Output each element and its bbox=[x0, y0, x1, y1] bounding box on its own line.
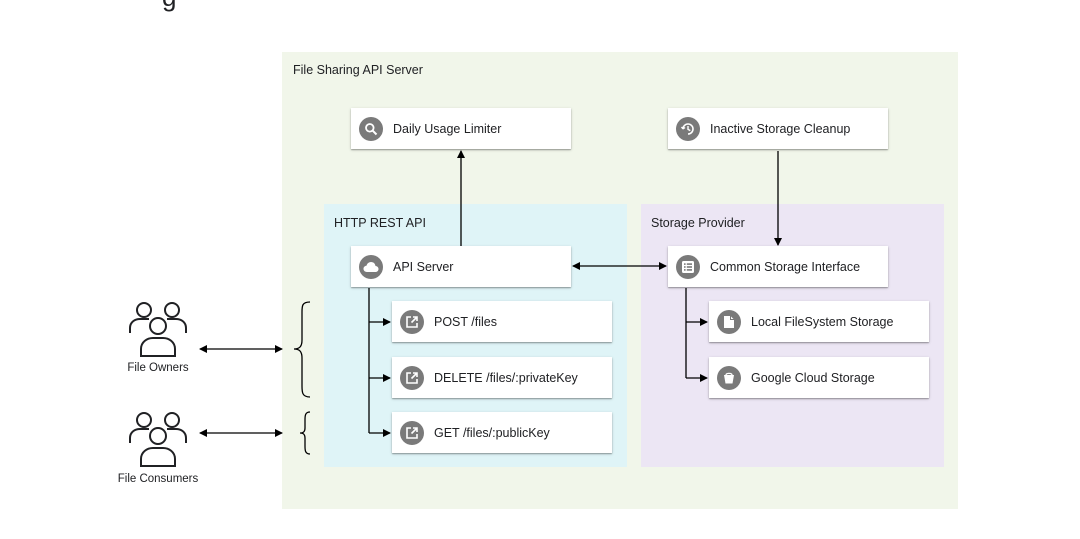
search-icon bbox=[359, 116, 383, 141]
google-cloud-storage-node: Google Cloud Storage bbox=[709, 357, 929, 398]
file-owners-label: File Owners bbox=[127, 362, 189, 374]
node-label: Common Storage Interface bbox=[710, 259, 861, 274]
node-label: Daily Usage Limiter bbox=[393, 121, 502, 136]
heading-fragment: g bbox=[162, 0, 176, 13]
region-label-storage: Storage Provider bbox=[651, 216, 745, 230]
list-icon bbox=[676, 254, 700, 279]
region-label-http: HTTP REST API bbox=[334, 216, 426, 230]
node-label: Google Cloud Storage bbox=[751, 370, 875, 385]
daily-usage-limiter-node: Daily Usage Limiter bbox=[351, 108, 571, 149]
api-server-node: API Server bbox=[351, 246, 571, 287]
external-link-icon bbox=[400, 309, 424, 334]
node-label: Inactive Storage Cleanup bbox=[710, 121, 851, 136]
region-label-server: File Sharing API Server bbox=[293, 63, 423, 77]
bucket-icon bbox=[717, 365, 741, 390]
file-icon bbox=[717, 309, 741, 334]
delete-files-node: DELETE /files/:privateKey bbox=[392, 357, 612, 398]
brace-owners bbox=[293, 301, 311, 398]
common-storage-interface-node: Common Storage Interface bbox=[668, 246, 888, 287]
node-label: API Server bbox=[393, 259, 454, 274]
users-icon bbox=[129, 302, 187, 357]
cloud-icon bbox=[359, 254, 383, 279]
file-owners-actor bbox=[128, 300, 188, 358]
brace-consumers bbox=[299, 411, 311, 455]
get-files-node: GET /files/:publicKey bbox=[392, 412, 612, 453]
post-files-node: POST /files bbox=[392, 301, 612, 342]
node-label: GET /files/:publicKey bbox=[434, 425, 550, 440]
inactive-storage-cleanup-node: Inactive Storage Cleanup bbox=[668, 108, 888, 149]
clock-history-icon bbox=[676, 116, 700, 141]
node-label: DELETE /files/:privateKey bbox=[434, 370, 578, 385]
users-icon bbox=[129, 412, 187, 467]
node-label: POST /files bbox=[434, 314, 497, 329]
local-filesystem-storage-node: Local FileSystem Storage bbox=[709, 301, 929, 342]
file-consumers-label: File Consumers bbox=[117, 473, 199, 485]
file-consumers-actor bbox=[128, 410, 188, 468]
external-link-icon bbox=[400, 420, 424, 445]
node-label: Local FileSystem Storage bbox=[751, 314, 894, 329]
external-link-icon bbox=[400, 365, 424, 390]
